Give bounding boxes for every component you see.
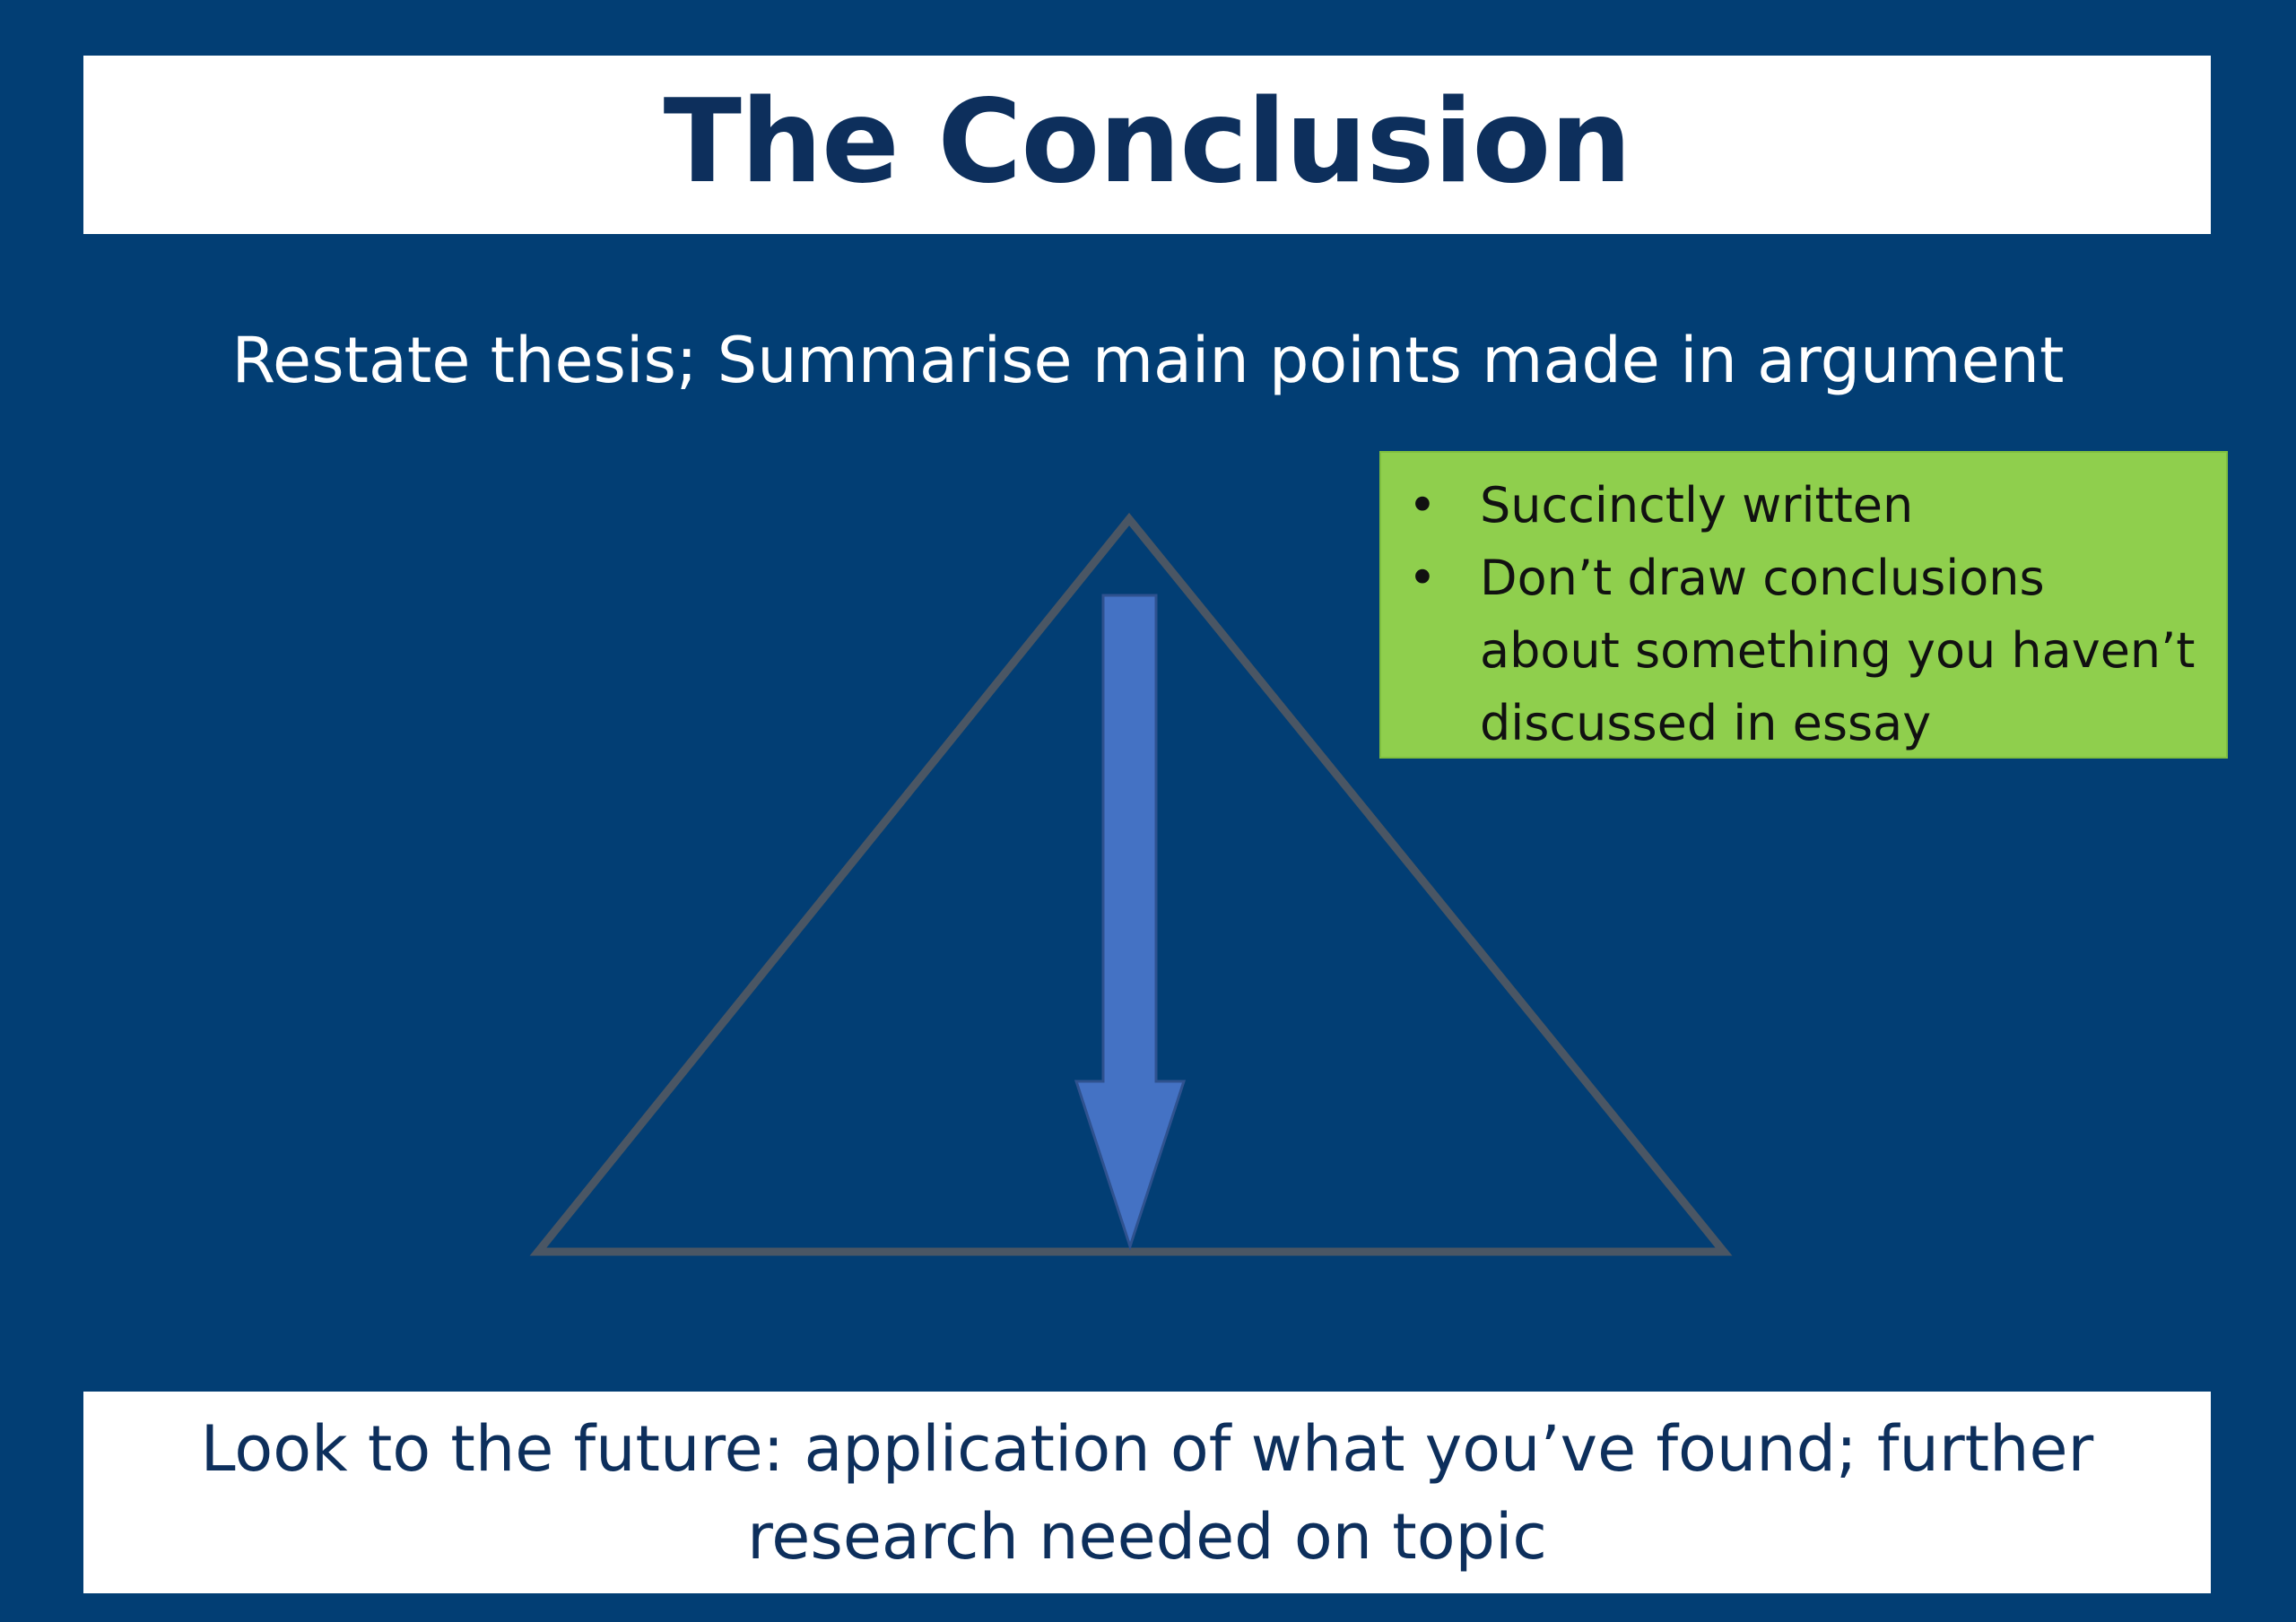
list-item: • Succinctly written — [1408, 469, 2199, 542]
footer-text: Look to the future: application of what … — [200, 1411, 2094, 1574]
subtitle: Restate thesis; Summarise main points ma… — [231, 324, 2065, 397]
title-box: The Conclusion — [83, 56, 2211, 234]
note-box: • Succinctly written • Don’t draw conclu… — [1379, 451, 2228, 759]
note-text: Don’t draw conclusions about something y… — [1480, 550, 2196, 751]
note-list: • Succinctly written • Don’t draw conclu… — [1381, 453, 2226, 759]
note-text: Succinctly written — [1480, 477, 1914, 533]
footer-box: Look to the future: application of what … — [83, 1392, 2211, 1593]
triangle-outline-icon — [529, 512, 1733, 1256]
list-item: • Don’t draw conclusions about something… — [1408, 542, 2199, 759]
down-arrow-icon — [1074, 594, 1187, 1251]
bullet-icon: • — [1408, 477, 1437, 533]
page-title: The Conclusion — [663, 74, 1632, 209]
bullet-icon: • — [1408, 550, 1437, 606]
